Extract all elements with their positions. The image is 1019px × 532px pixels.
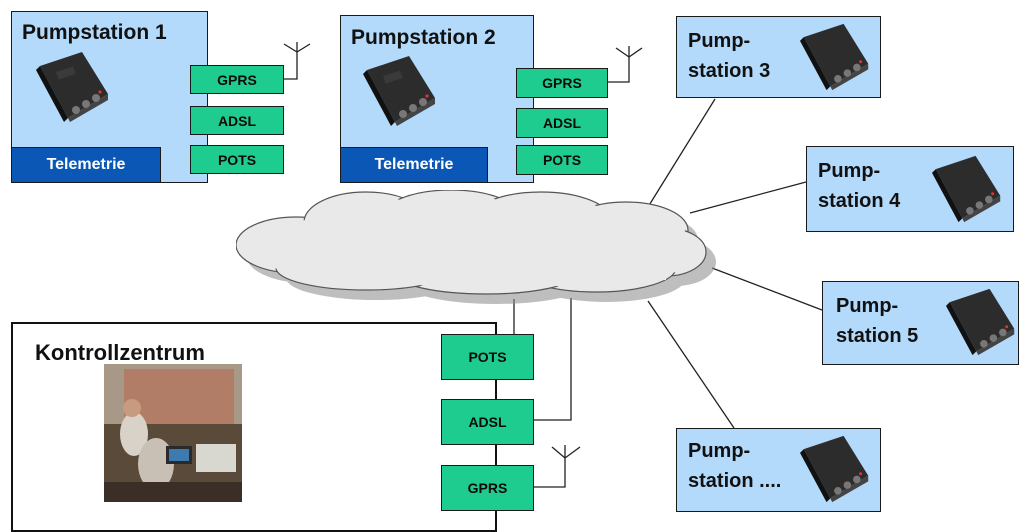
telemetry-label: Telemetrie xyxy=(11,147,161,183)
link-cloud-s3 xyxy=(647,98,716,208)
adsl-module: ADSL xyxy=(441,399,534,445)
pumpstation-3-line2: station 3 xyxy=(688,60,771,82)
pumpstation-4-line2: station 4 xyxy=(818,190,901,212)
pumpstation-3-line1: Pump- xyxy=(688,30,751,52)
telemetry-device-icon xyxy=(363,56,435,126)
antenna-icon xyxy=(615,46,643,58)
pots-module: POTS xyxy=(190,145,284,174)
control-center: Kontrollzentrum xyxy=(11,322,497,532)
pumpstation-more-line1: Pump- xyxy=(688,440,751,462)
pumpstation-1-title: Pumpstation 1 xyxy=(22,21,167,44)
network-cloud xyxy=(236,190,716,304)
pumpstation-5-line1: Pump- xyxy=(836,295,899,317)
pumpstation-5-label: Pump- station 5 xyxy=(836,291,918,351)
pumpstation-5-line2: station 5 xyxy=(836,325,919,347)
pots-module: POTS xyxy=(516,145,608,175)
adsl-module: ADSL xyxy=(190,106,284,135)
pumpstation-4-line1: Pump- xyxy=(818,160,881,182)
pumpstation-more-line2: station .... xyxy=(688,470,782,492)
telemetry-device-icon xyxy=(800,435,869,503)
link-cloud-s5 xyxy=(711,267,823,311)
telemetry-device-icon xyxy=(932,155,1001,223)
link-s1-antenna xyxy=(283,52,298,80)
pumpstation-4-label: Pump- station 4 xyxy=(818,156,900,216)
adsl-module: ADSL xyxy=(516,108,608,138)
pumpstation-3-label: Pump- station 3 xyxy=(688,26,770,86)
gprs-module: GPRS xyxy=(190,65,284,94)
telemetry-device-icon xyxy=(36,52,108,122)
telemetry-device-icon xyxy=(800,23,869,91)
telemetry-label: Telemetrie xyxy=(340,147,488,183)
pumpstation-2-title: Pumpstation 2 xyxy=(351,26,496,49)
control-center-title: Kontrollzentrum xyxy=(35,340,205,365)
link-cloud-s4 xyxy=(689,181,807,214)
gprs-module: GPRS xyxy=(516,68,608,98)
link-s2-antenna xyxy=(608,57,630,83)
gprs-module: GPRS xyxy=(441,465,534,511)
antenna-icon xyxy=(283,42,311,53)
telemetry-device-icon xyxy=(946,288,1015,356)
link-cloud-adsl xyxy=(534,298,572,421)
link-control-antenna xyxy=(534,458,566,488)
pots-module: POTS xyxy=(441,334,534,380)
control-room-photo xyxy=(104,364,242,502)
antenna-icon xyxy=(551,445,581,459)
pumpstation-more-label: Pump- station .... xyxy=(688,436,781,496)
link-cloud-s6 xyxy=(647,300,735,429)
